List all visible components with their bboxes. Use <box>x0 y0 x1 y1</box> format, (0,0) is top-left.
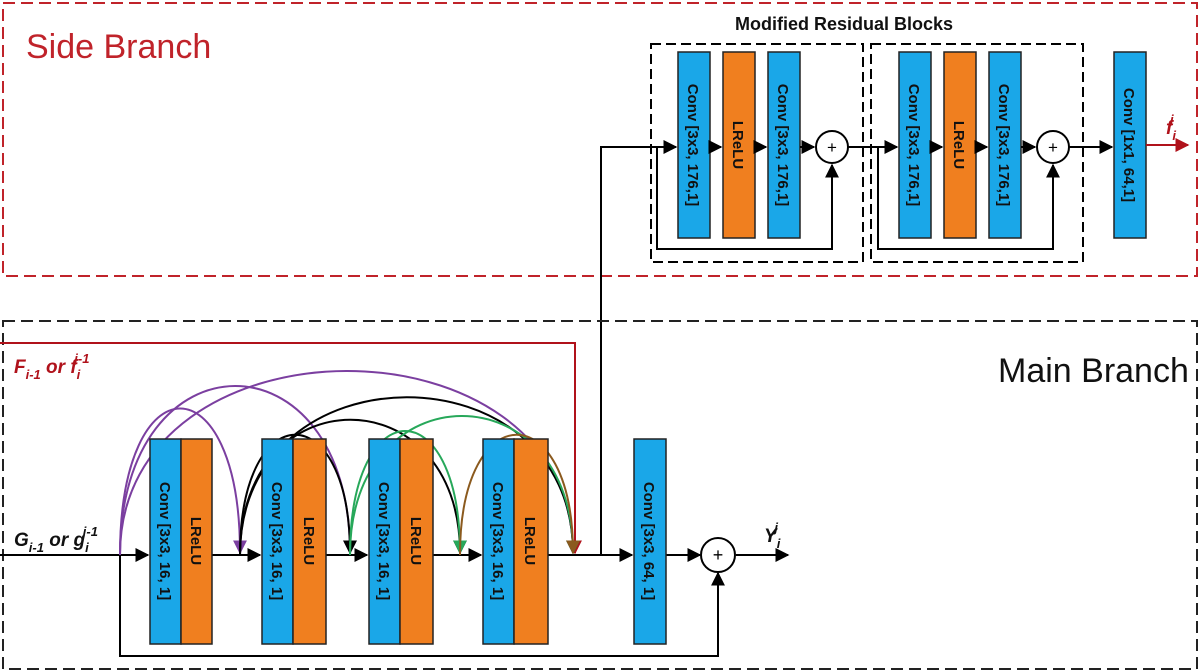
side-lrelu-1-label: LReLU <box>729 121 746 169</box>
side-conv-1: Conv [3x3, 176,1] <box>677 51 711 239</box>
main-branch-border <box>2 320 1198 670</box>
input-top-path <box>0 342 582 555</box>
residual-block-2-border <box>870 43 1084 263</box>
side-conv-3-label: Conv [3x3, 176,1] <box>905 84 922 207</box>
side-adder-1: + <box>815 130 849 164</box>
main-block-1-lrelu-label: LReLU <box>187 517 204 565</box>
modified-residual-blocks-title: Modified Residual Blocks <box>735 14 953 34</box>
side-branch-title: Side Branch <box>26 28 211 66</box>
main-output-label: Yij <box>764 520 781 551</box>
side-conv-2: Conv [3x3, 176,1] <box>767 51 801 239</box>
main-block-3: Conv [3x3, 16, 1] LReLU <box>368 438 434 645</box>
input-bottom-label: Gi-1 or gij-1 <box>14 524 98 555</box>
side-conv-4: Conv [3x3, 176,1] <box>988 51 1022 239</box>
main-block-1-conv-label: Conv [3x3, 16, 1] <box>156 482 173 600</box>
main-block-3-lrelu-label: LReLU <box>407 517 424 565</box>
side-conv-3: Conv [3x3, 176,1] <box>898 51 932 239</box>
main-adder: + <box>700 537 736 573</box>
side-output-label: fij <box>1166 112 1176 143</box>
svg-text:+: + <box>713 545 724 565</box>
side-conv-final: Conv [1x1, 64,1] <box>1113 51 1147 239</box>
main-connectors <box>0 548 725 657</box>
dense-skip-connections <box>119 370 580 556</box>
main-block-4-conv-label: Conv [3x3, 16, 1] <box>489 482 506 600</box>
side-conv-1-label: Conv [3x3, 176,1] <box>684 84 701 207</box>
main-final-conv-label: Conv [3x3, 64, 1] <box>640 482 657 600</box>
side-conv-final-label: Conv [1x1, 64,1] <box>1120 88 1137 202</box>
side-lrelu-1: LReLU <box>722 51 756 239</box>
main-final-conv: Conv [3x3, 64, 1] <box>633 438 667 645</box>
side-connectors <box>600 140 1114 555</box>
main-branch-title: Main Branch <box>998 352 1189 390</box>
main-block-4-lrelu-label: LReLU <box>521 517 538 565</box>
svg-text:+: + <box>827 138 837 157</box>
main-block-4: Conv [3x3, 16, 1] LReLU <box>482 438 549 645</box>
side-conv-4-label: Conv [3x3, 176,1] <box>995 84 1012 207</box>
main-block-2-lrelu-label: LReLU <box>300 517 317 565</box>
main-block-2: Conv [3x3, 16, 1] LReLU <box>261 438 327 645</box>
main-block-1: Conv [3x3, 16, 1] LReLU <box>149 438 213 645</box>
main-block-3-conv-label: Conv [3x3, 16, 1] <box>375 482 392 600</box>
side-lrelu-2: LReLU <box>943 51 977 239</box>
side-conv-2-label: Conv [3x3, 176,1] <box>774 84 791 207</box>
main-block-2-conv-label: Conv [3x3, 16, 1] <box>268 482 285 600</box>
input-top-label: Fi-1 or fij-1 <box>14 351 89 382</box>
side-lrelu-2-label: LReLU <box>950 121 967 169</box>
side-adder-2: + <box>1036 130 1070 164</box>
residual-block-1-border <box>650 43 864 263</box>
svg-text:+: + <box>1048 138 1058 157</box>
